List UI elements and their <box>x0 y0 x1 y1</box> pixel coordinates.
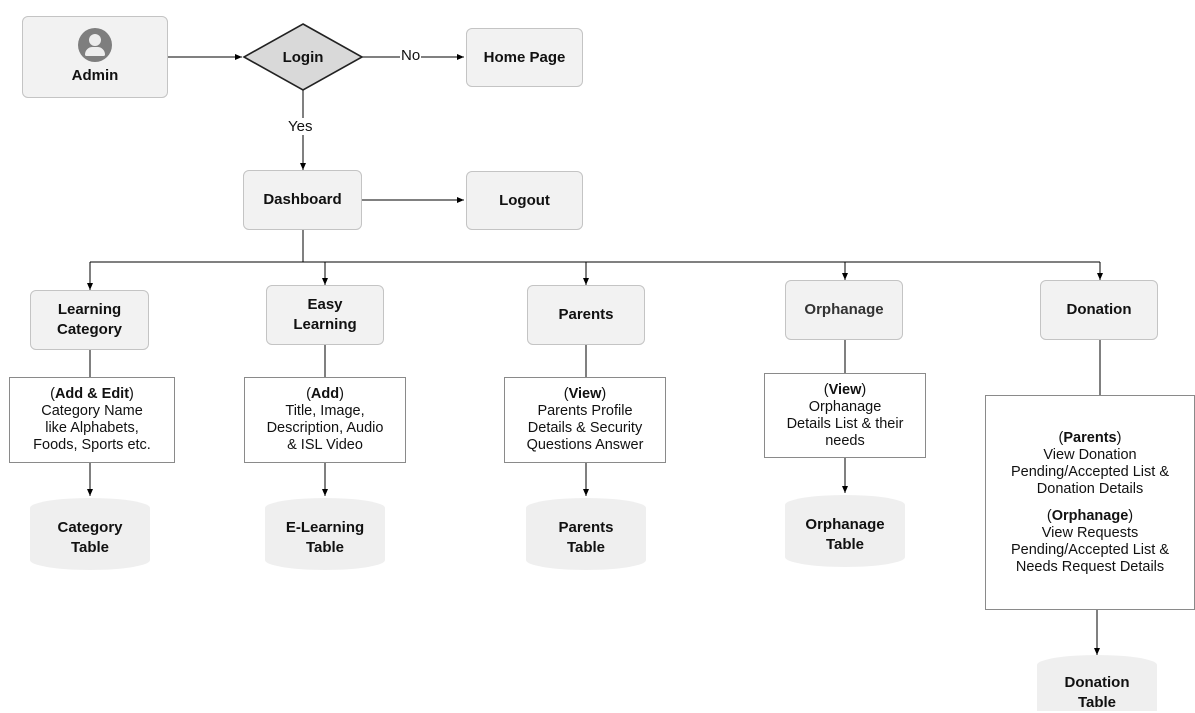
el-detail-line3: & ISL Video <box>287 437 363 453</box>
donation-orphanage-action: Orphanage <box>1051 507 1129 524</box>
login-decision-label: Login <box>282 48 324 66</box>
category-table-line1: Category <box>57 519 123 536</box>
category-table-line2: Table <box>70 539 110 556</box>
easy-learning-details: (Add) Title, Image, Description, Audio &… <box>244 377 406 463</box>
user-avatar-icon <box>78 28 112 62</box>
category-table: Category Table <box>30 516 150 560</box>
category-table-cylinder <box>30 498 150 570</box>
parents-table-line1: Parents <box>558 519 614 536</box>
orphanage-table-line2: Table <box>825 536 865 553</box>
admin-node[interactable]: Admin <box>22 16 168 98</box>
parents-label: Parents <box>558 306 614 323</box>
donation-details: (Parents) View Donation Pending/Accepted… <box>985 395 1195 610</box>
easy-learning-label-line2: Learning <box>293 316 357 333</box>
home-page-label: Home Page <box>483 48 566 66</box>
easy-learning-label-line1: Easy <box>307 296 343 313</box>
don-orph-line3: Needs Request Details <box>1015 558 1165 575</box>
easy-learning-node[interactable]: Easy Learning <box>266 285 384 345</box>
orphanage-table-cylinder <box>785 495 905 567</box>
learning-category-details: (Add & Edit) Category Name like Alphabet… <box>9 377 175 463</box>
orph-detail-line1: Orphanage <box>808 398 882 415</box>
donation-table-line2: Table <box>1077 694 1117 711</box>
edge-label-no: No <box>400 47 422 64</box>
donation-node[interactable]: Donation <box>1040 280 1158 340</box>
lc-detail-line2: like Alphabets, <box>45 420 139 436</box>
orphanage-table: Orphanage Table <box>785 513 905 557</box>
don-parents-line2: Pending/Accepted List & <box>1011 463 1169 480</box>
learning-category-label-line1: Learning <box>57 301 122 318</box>
orphanage-details: (View) Orphanage Details List & their ne… <box>764 373 926 458</box>
orphanage-action: View <box>828 381 862 398</box>
learning-category-action: Add & Edit <box>54 386 130 402</box>
orph-detail-line3: needs <box>825 432 865 449</box>
elearning-table-line2: Table <box>305 539 345 556</box>
parents-table: Parents Table <box>526 516 646 560</box>
el-detail-line2: Description, Audio <box>266 420 384 436</box>
home-page-node[interactable]: Home Page <box>466 28 583 87</box>
logout-label: Logout <box>499 191 550 209</box>
admin-label: Admin <box>71 67 119 84</box>
don-orph-line1: View Requests <box>1041 524 1139 541</box>
lc-detail-line1: Category Name <box>41 403 143 419</box>
dashboard-label: Dashboard <box>263 191 342 208</box>
edge-label-yes: Yes <box>287 118 314 135</box>
parents-details: (View) Parents Profile Details & Securit… <box>504 377 666 463</box>
orphanage-table-line1: Orphanage <box>805 516 885 533</box>
parents-detail-line2: Details & Security <box>527 420 643 436</box>
parents-detail-line1: Parents Profile <box>537 403 633 419</box>
lc-detail-line3: Foods, Sports etc. <box>33 437 151 453</box>
elearning-table-line1: E-Learning <box>285 519 365 536</box>
donation-parents-action: Parents <box>1063 429 1117 446</box>
don-parents-line3: Donation Details <box>1036 480 1144 497</box>
easy-learning-action: Add <box>310 386 340 402</box>
donation-table-cylinder <box>1037 655 1157 711</box>
don-parents-line1: View Donation <box>1043 446 1137 463</box>
learning-category-label-line2: Category <box>56 321 123 338</box>
parents-table-cylinder <box>526 498 646 570</box>
parents-table-line2: Table <box>566 539 606 556</box>
elearning-table: E-Learning Table <box>265 516 385 560</box>
donation-table-line1: Donation <box>1064 674 1130 691</box>
parents-detail-line3: Questions Answer <box>526 437 644 453</box>
donation-table: Donation Table <box>1037 673 1157 711</box>
donation-label: Donation <box>1066 301 1132 318</box>
orphanage-node[interactable]: Orphanage <box>785 280 903 340</box>
don-orph-line2: Pending/Accepted List & <box>1011 541 1169 558</box>
dashboard-node[interactable]: Dashboard <box>243 170 362 230</box>
parents-node[interactable]: Parents <box>527 285 645 345</box>
learning-category-node[interactable]: Learning Category <box>30 290 149 350</box>
el-detail-line1: Title, Image, <box>285 403 365 419</box>
elearning-table-cylinder <box>265 498 385 570</box>
parents-action: View <box>568 386 602 402</box>
orphanage-label: Orphanage <box>804 301 884 318</box>
logout-node[interactable]: Logout <box>466 171 583 230</box>
orph-detail-line2: Details List & their <box>786 415 904 432</box>
